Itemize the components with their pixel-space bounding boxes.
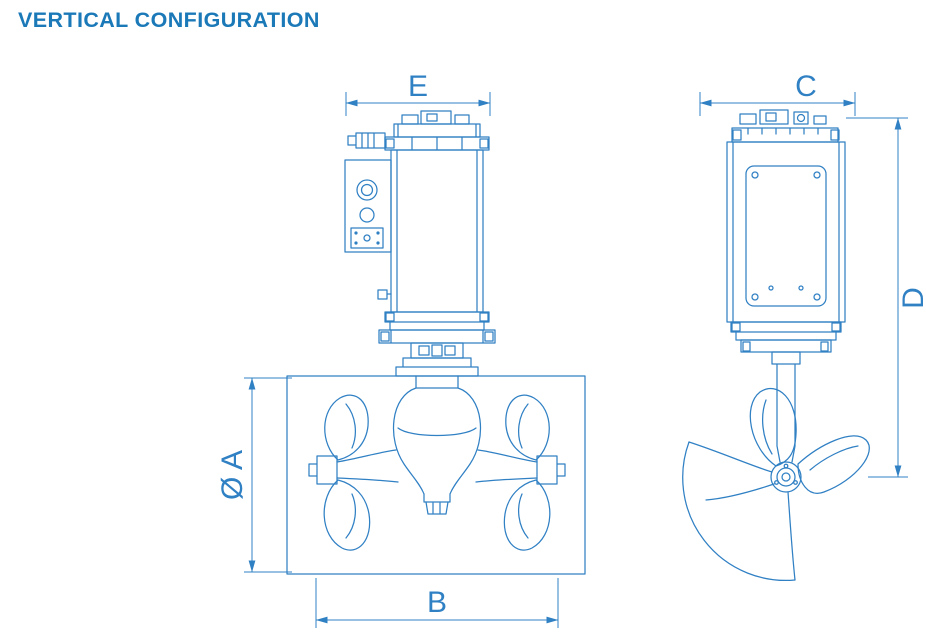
anode-block xyxy=(425,501,449,515)
motor-cover-plate xyxy=(745,165,827,307)
front-view-motor xyxy=(347,110,496,377)
dim-label-diameter-a: Ø A xyxy=(216,450,249,500)
dim-label-b: B xyxy=(427,586,447,619)
dim-label-d: D xyxy=(897,287,926,309)
side-view-propeller xyxy=(682,387,870,582)
front-view-tunnel xyxy=(286,375,586,575)
extension-lines xyxy=(699,92,856,116)
dim-label-c: C xyxy=(795,70,817,103)
side-view-motor xyxy=(726,109,846,353)
front-view-mount-bracket xyxy=(344,159,392,253)
side-view-drive-leg xyxy=(771,351,801,463)
blade xyxy=(324,394,369,461)
blade-tip-arc xyxy=(682,441,796,582)
front-view-propeller-left xyxy=(308,394,399,551)
drain-plug xyxy=(377,289,392,300)
blade xyxy=(749,387,797,467)
page-title: VERTICAL CONFIGURATION xyxy=(18,8,320,32)
dimension-d: D xyxy=(846,117,926,478)
dimension-e: E xyxy=(345,70,491,116)
hub xyxy=(770,461,802,493)
front-view: E Ø A B xyxy=(216,70,586,628)
blade xyxy=(797,435,870,494)
hub xyxy=(536,455,566,485)
blade xyxy=(323,479,371,551)
side-view: C D xyxy=(682,70,926,582)
hub xyxy=(308,455,338,485)
cable-gland xyxy=(347,132,386,149)
dimension-c: C xyxy=(699,70,856,116)
extension-lines xyxy=(244,377,292,573)
dimension-diameter-a: Ø A xyxy=(216,377,292,573)
front-view-propeller-right xyxy=(475,394,566,551)
dimension-b: B xyxy=(315,578,559,628)
blade xyxy=(688,441,796,581)
dim-label-e: E xyxy=(408,70,428,103)
blade xyxy=(503,479,551,551)
blade xyxy=(505,394,550,461)
front-view-gear-housing xyxy=(392,375,482,515)
